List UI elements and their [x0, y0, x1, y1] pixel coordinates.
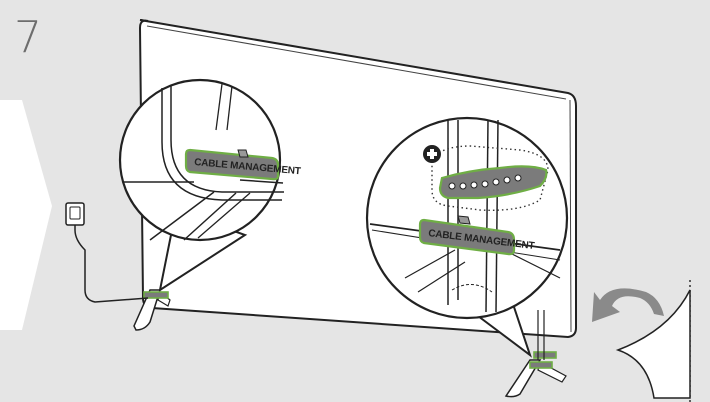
page-corner-icon: [615, 280, 691, 402]
step-number: 7: [14, 12, 42, 63]
plus-icon: [423, 145, 441, 163]
wall-outlet-icon: [65, 202, 149, 303]
left-zoom-circle: CABLE MANAGEMENT: [118, 78, 301, 293]
cable-clip-left: [184, 148, 280, 181]
right-zoom-circle: CABLE MANAGEMENT: [365, 116, 569, 358]
tv-stand-left: [133, 289, 171, 331]
cable-clip-right: [418, 218, 516, 256]
rotate-arrow-icon: [592, 288, 664, 322]
step-chevron: [0, 100, 52, 330]
tv-stand-right: [504, 310, 567, 398]
